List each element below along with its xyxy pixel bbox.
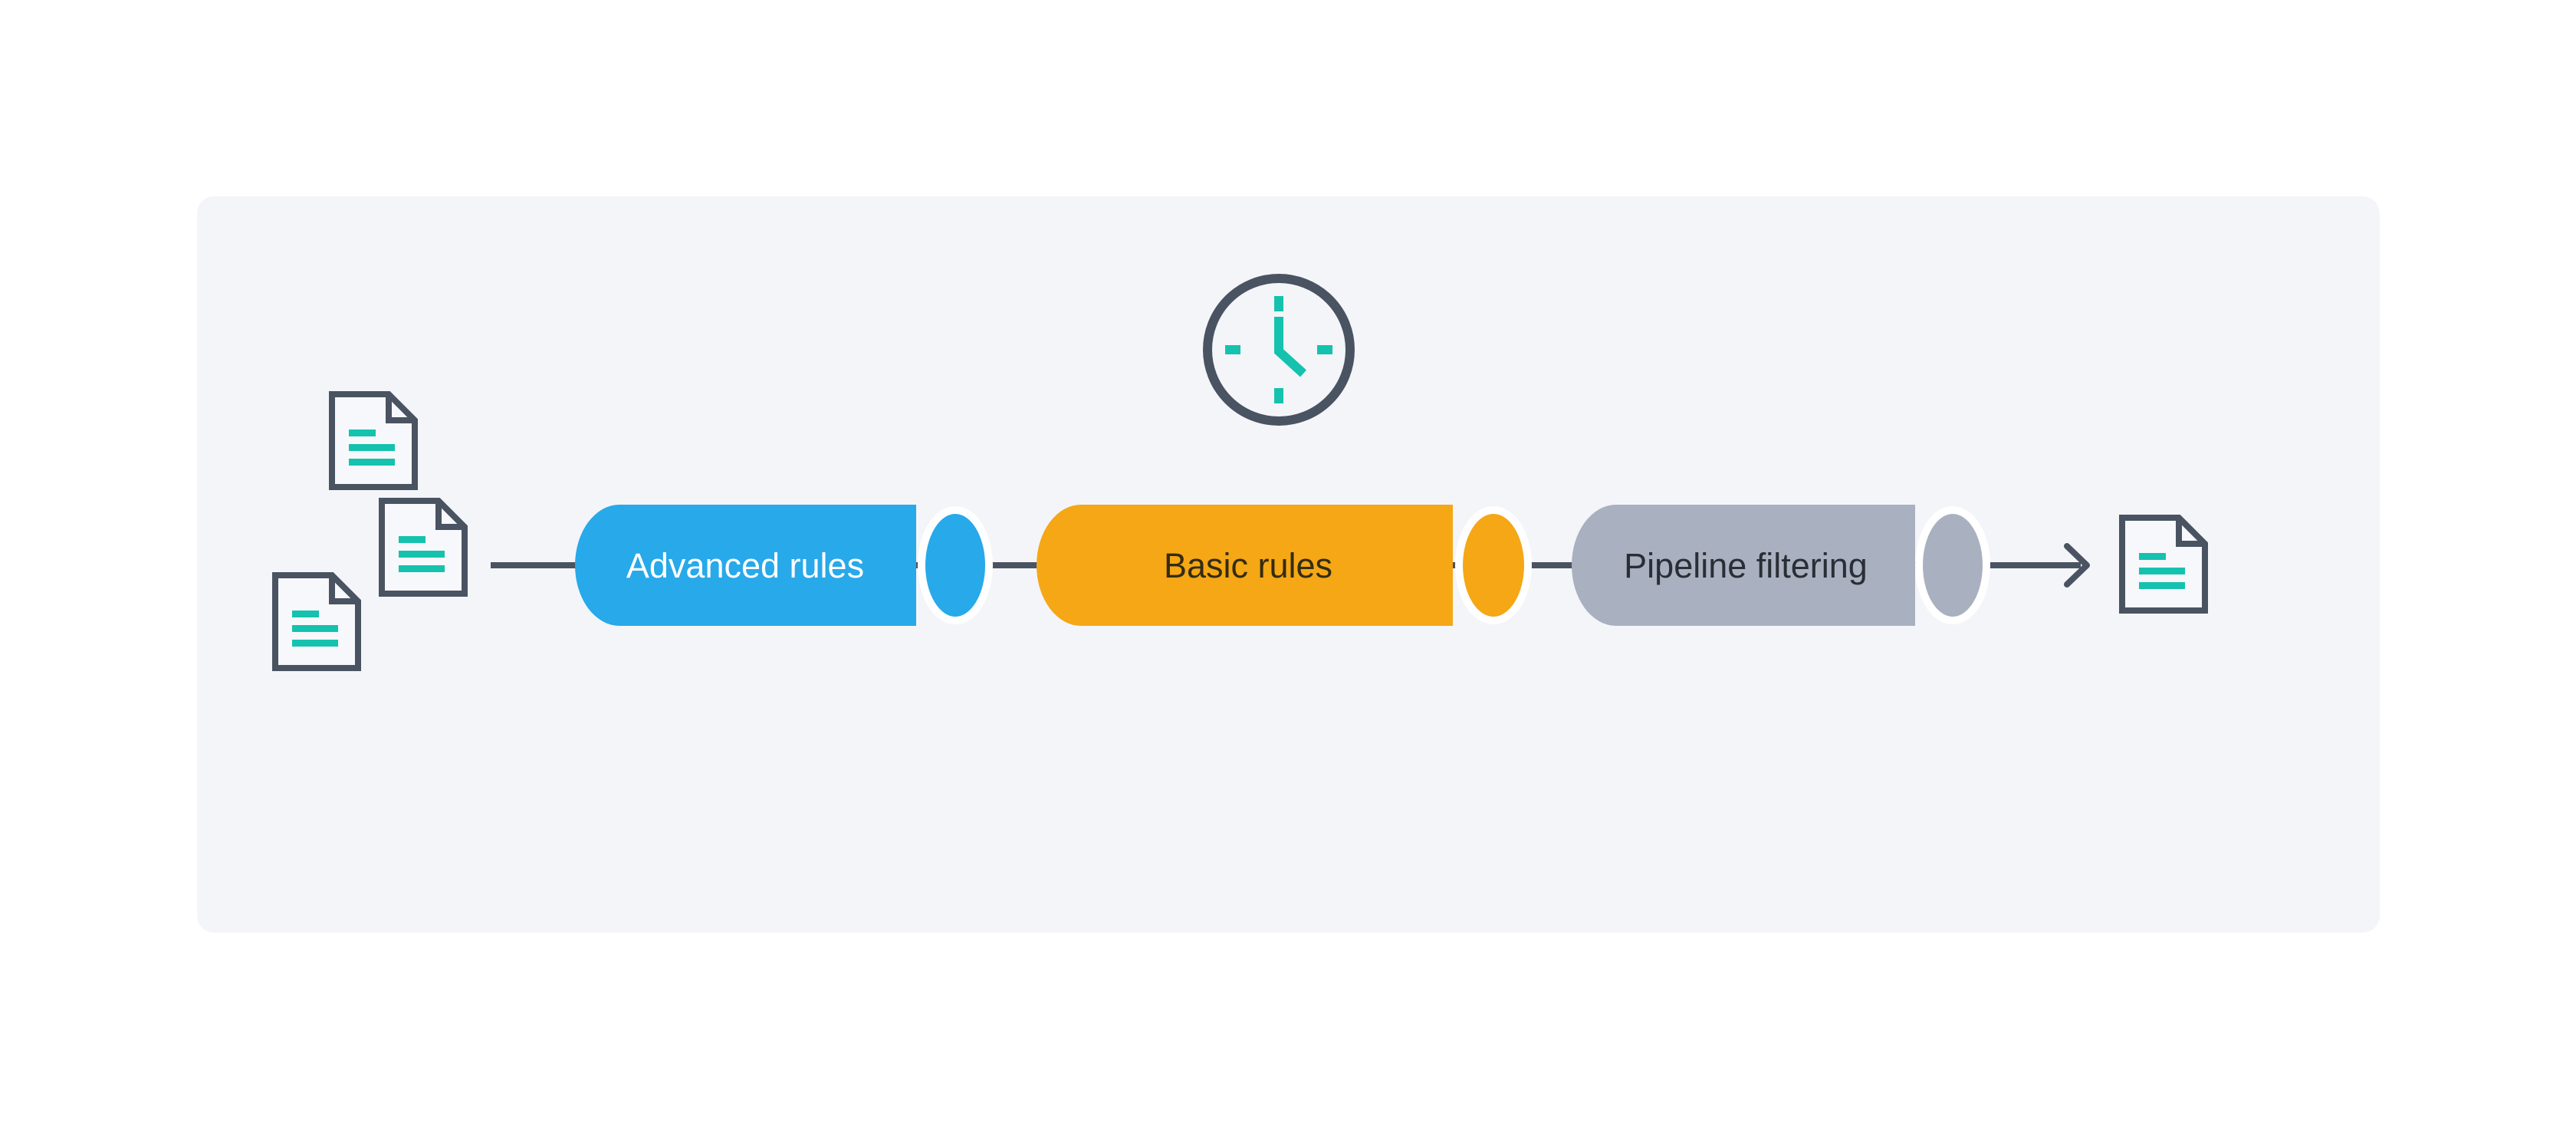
document-icon [2122, 518, 2205, 611]
clock-tick-3 [1317, 345, 1332, 354]
cylinder-body [1037, 505, 1453, 626]
clock-tick-6 [1274, 388, 1283, 403]
cylinder-body [1572, 505, 1915, 626]
clock-tick-12 [1274, 296, 1283, 311]
cylinder-cap [918, 506, 993, 624]
clock-icon [1203, 274, 1355, 426]
stage-label: Advanced rules [626, 546, 864, 585]
stage-pipeline-filtering: Pipeline filtering [1572, 505, 1990, 626]
stage-advanced-rules: Advanced rules [575, 505, 993, 626]
cylinder-cap [1915, 506, 1990, 624]
clock-hands [1274, 317, 1307, 377]
document-icon [275, 575, 358, 668]
cylinder-cap [1455, 506, 1532, 624]
clock-face [1203, 274, 1355, 426]
cylinder-body [575, 505, 916, 626]
stage-basic-rules: Basic rules [1037, 505, 1532, 626]
clock-tick-9 [1225, 345, 1240, 354]
document-icon [382, 501, 465, 594]
stage-label: Basic rules [1164, 546, 1332, 585]
document-icon [332, 394, 415, 487]
output-documents [2122, 518, 2205, 611]
stage-label: Pipeline filtering [1624, 546, 1868, 585]
arrow-right-icon [2064, 543, 2090, 588]
